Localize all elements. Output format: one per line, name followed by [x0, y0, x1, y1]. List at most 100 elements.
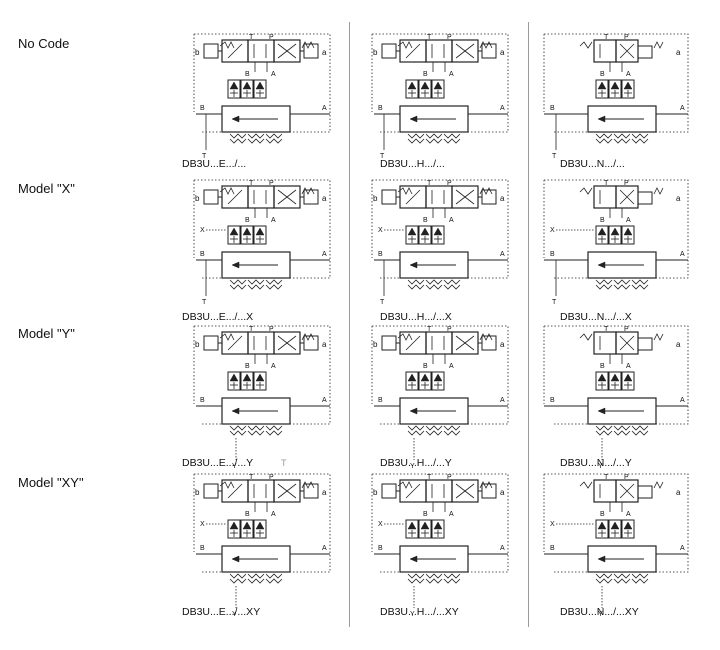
t-port-letter: T: [604, 34, 609, 41]
t-line-letter: T: [552, 153, 557, 160]
a-port-letter: A: [626, 511, 631, 518]
y-port-letter: Y: [598, 611, 603, 618]
solenoid-b-letter: b: [195, 488, 200, 497]
b-port-letter: B: [600, 363, 605, 370]
solenoid-a-letter: a: [322, 194, 327, 203]
t-port-letter: T: [427, 180, 432, 187]
a-port-letter: A: [271, 217, 276, 224]
b-line-letter: B: [200, 397, 205, 404]
a-line-letter: A: [500, 105, 505, 112]
t-port-letter: T: [249, 326, 254, 333]
a-port-letter: A: [449, 71, 454, 78]
b-port-letter: B: [245, 71, 250, 78]
x-port-letter: X: [550, 521, 555, 528]
model-caption: DB3U...E.../...X: [182, 311, 254, 323]
model-caption: DB3U...H.../...: [380, 158, 445, 170]
solenoid-a-letter: a: [676, 194, 681, 203]
b-port-letter: B: [245, 511, 250, 518]
solenoid-a-letter: a: [500, 488, 505, 497]
p-port-letter: P: [447, 180, 452, 187]
t-port-letter: T: [604, 180, 609, 187]
y-port-letter: Y: [410, 463, 415, 470]
t-port-letter: T: [604, 474, 609, 481]
x-port-letter: X: [378, 521, 383, 528]
x-port-letter: X: [200, 227, 205, 234]
a-port-letter: A: [449, 363, 454, 370]
a-line-letter: A: [500, 545, 505, 552]
a-port-letter: A: [626, 217, 631, 224]
row-label-model-x: Model "X": [18, 181, 75, 196]
a-line-letter: A: [680, 545, 685, 552]
b-line-letter: B: [378, 105, 383, 112]
a-port-letter: A: [626, 363, 631, 370]
t-line-letter: T: [552, 299, 557, 306]
solenoid-b-letter: b: [373, 194, 378, 203]
model-caption: DB3U...N.../...: [560, 158, 625, 170]
model-caption: DB3U...N.../...Y: [560, 457, 632, 469]
b-line-letter: B: [378, 251, 383, 258]
b-line-letter: B: [200, 251, 205, 258]
model-caption: DB3U...E.../...: [182, 158, 247, 170]
b-port-letter: B: [600, 71, 605, 78]
b-line-letter: B: [378, 397, 383, 404]
x-port-letter: X: [378, 227, 383, 234]
p-port-letter: P: [447, 326, 452, 333]
column-divider-2: [528, 22, 529, 627]
b-port-letter: B: [245, 363, 250, 370]
b-line-letter: B: [378, 545, 383, 552]
symbol-cell: b a T P B A B A Y: [371, 325, 509, 470]
p-port-letter: P: [269, 34, 274, 41]
a-line-letter: A: [322, 105, 327, 112]
a-line-letter: A: [500, 251, 505, 258]
b-port-letter: B: [423, 511, 428, 518]
row-label-model-xy: Model "XY": [18, 475, 84, 490]
x-port-letter: X: [550, 227, 555, 234]
a-port-letter: A: [449, 511, 454, 518]
model-caption: DB3U...E.../...Y: [182, 457, 254, 469]
solenoid-b-letter: b: [195, 48, 200, 57]
solenoid-a-letter: a: [676, 48, 681, 57]
solenoid-b-letter: b: [195, 340, 200, 349]
model-caption: DB3U...E.../...XY: [182, 606, 261, 618]
a-port-letter: A: [626, 71, 631, 78]
y-port-letter: Y: [598, 463, 603, 470]
p-port-letter: P: [269, 180, 274, 187]
a-port-letter: A: [271, 71, 276, 78]
a-line-letter: A: [322, 251, 327, 258]
solenoid-b-letter: b: [373, 48, 378, 57]
p-port-letter: P: [624, 474, 629, 481]
y-port-letter: Y: [410, 611, 415, 618]
a-port-letter: A: [449, 217, 454, 224]
b-line-letter: B: [550, 105, 555, 112]
p-port-letter: P: [624, 34, 629, 41]
row-label-no-code: No Code: [18, 36, 70, 51]
solenoid-a-letter: a: [500, 48, 505, 57]
solenoid-b-letter: b: [373, 488, 378, 497]
t-port-letter: T: [427, 326, 432, 333]
p-port-letter: P: [624, 326, 629, 333]
solenoid-a-letter: a: [322, 340, 327, 349]
solenoid-a-letter: a: [500, 194, 505, 203]
a-line-letter: A: [500, 397, 505, 404]
b-port-letter: B: [423, 71, 428, 78]
b-line-letter: B: [550, 397, 555, 404]
solenoid-b-letter: b: [195, 194, 200, 203]
solenoid-b-letter: b: [373, 340, 378, 349]
t-port-letter: T: [249, 34, 254, 41]
p-port-letter: P: [624, 180, 629, 187]
solenoid-a-letter: a: [500, 340, 505, 349]
p-port-letter: P: [447, 474, 452, 481]
b-port-letter: B: [245, 217, 250, 224]
b-port-letter: B: [423, 363, 428, 370]
a-line-letter: A: [680, 397, 685, 404]
t-port-letter: T: [427, 34, 432, 41]
